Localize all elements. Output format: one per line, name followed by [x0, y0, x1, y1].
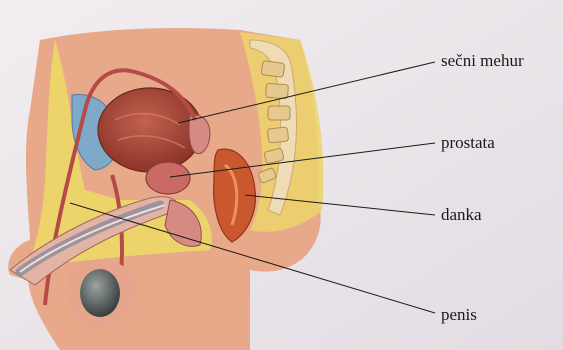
label-penis: penis: [441, 306, 477, 323]
label-danka: danka: [441, 206, 482, 223]
testis: [80, 269, 120, 317]
prostate: [146, 162, 190, 194]
label-secni-mehur: sečni mehur: [441, 52, 524, 69]
label-prostata: prostata: [441, 134, 495, 151]
bladder: [98, 88, 202, 172]
